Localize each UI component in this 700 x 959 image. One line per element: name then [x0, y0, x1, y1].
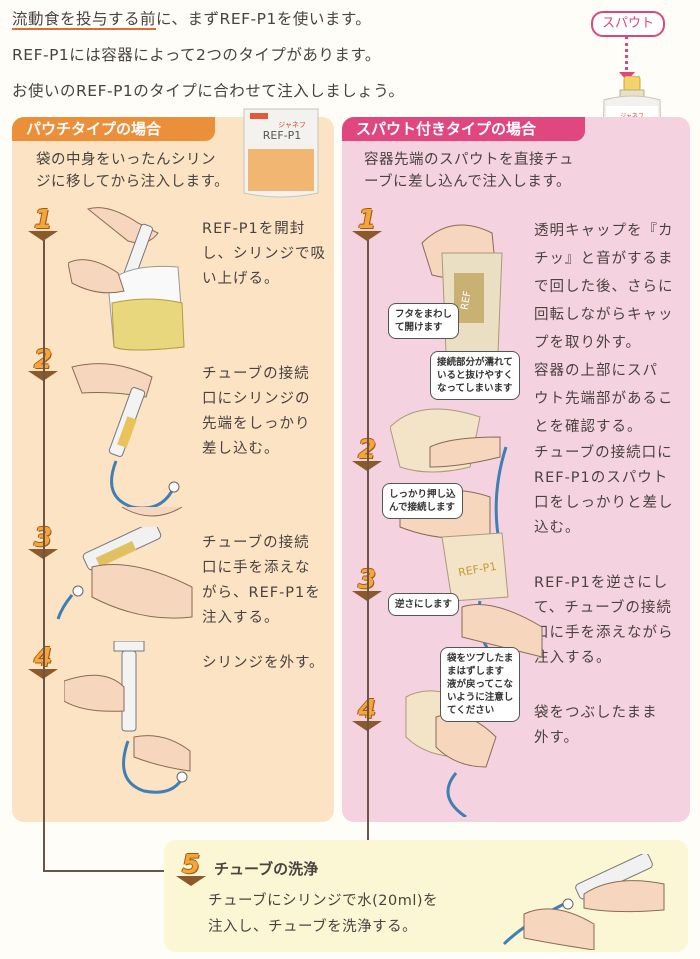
- pouch-step-1-illustration: [68, 207, 185, 351]
- wash-step-number: 5: [176, 850, 206, 886]
- spout-lead: 容器先端のスパウトを直接チュ ーブに差し込んで注入します。: [364, 149, 574, 193]
- spout-callout-invert: 逆さにします: [388, 593, 460, 616]
- spout-step-1-text: 透明キャップを『カチッ』と音がするまで回した後、さらに回転しながらキャップを取り…: [534, 223, 674, 435]
- intro-underlined: 流動食を投与する前: [12, 10, 157, 30]
- pouch-step-1-text: REF-P1を開封し、シリンジで吸い上げる。: [202, 221, 326, 287]
- pouch-lead: 袋の中身をいったんシリン ジに移してから注入します。: [36, 149, 229, 193]
- spout-step-4-text: 袋をつぶしたまま外す。: [534, 705, 658, 746]
- spout-lead-line: 容器先端のスパウトを直接チュ: [364, 152, 574, 168]
- pouch-step-1-number: 1: [28, 205, 58, 241]
- spout-callout-wet-warning: 接続部分が濡れていると抜けやすくなってしまいます: [430, 351, 521, 400]
- wash-text: チューブにシリンジで水(20ml)を 注入し、チューブを洗浄する。: [208, 893, 439, 935]
- spout-flow-line: [367, 240, 369, 840]
- spout-callout-squeeze: 袋をツブしたままはずします液が戻ってこないように注意してください: [440, 647, 521, 722]
- pouch-type-title: パウチタイプの場合: [12, 117, 215, 141]
- pouch-lead-line: ジに移してから注入します。: [36, 174, 230, 190]
- spout-callout-open-cap: フタをまわして開けます: [388, 303, 460, 339]
- spout-callout-push-in: しっかり押し込んで接続します: [382, 483, 463, 519]
- intro-text: 流動食を投与する前に、まずREF-P1を使います。 REF-P1には容器によって…: [12, 8, 572, 116]
- svg-text:ジャネフ: ジャネフ: [620, 113, 644, 120]
- svg-text:ジャネフ: ジャネフ: [278, 121, 306, 129]
- spout-step-3-illustration: REF-P1: [441, 532, 543, 667]
- pouch-step-2-illustration: [71, 363, 183, 517]
- spout-lead-line: ーブに差し込んで注入します。: [364, 174, 571, 190]
- intro-line-1: 流動食を投与する前に、まずREF-P1を使います。: [12, 8, 572, 30]
- pouch-lead-line: 袋の中身をいったんシリン: [36, 152, 216, 168]
- spout-step-3-text: REF-P1を逆さにして、チューブの接続口に手を添えながら注入する。: [534, 575, 674, 666]
- spout-pointer-line: [625, 36, 628, 76]
- wash-illustration: [502, 854, 665, 950]
- svg-text:REF: REF: [459, 290, 473, 311]
- spout-step-1-illustration: REF: [421, 224, 503, 353]
- pouch-type-panel: パウチタイプの場合 袋の中身をいったんシリン ジに移してから注入します。 ジャネ…: [12, 108, 334, 822]
- pouch-product-label: REF-P1: [263, 129, 302, 142]
- pouch-product-image: ジャネフ REF-P1: [243, 108, 319, 198]
- pouch-step-2-text: チューブの接続口にシリンジの先端をしっかり差し込む。: [202, 366, 311, 457]
- spout-step-1-number: 1: [352, 205, 382, 241]
- pouch-step-3-illustration: [56, 527, 193, 620]
- spout-step-2-illustration: [390, 408, 508, 547]
- pouch-step-4-text: シリンジを外す。: [202, 655, 325, 671]
- tube-wash-panel: 5 チューブの洗浄 チューブにシリンジで水(20ml)を 注入し、チューブを洗浄…: [164, 840, 688, 952]
- pouch-flow-line: [43, 240, 45, 870]
- spout-badge: スパウト: [591, 11, 665, 37]
- wash-title: チューブの洗浄: [214, 860, 319, 878]
- intro-line-1-rest: に、まずREF-P1を使います。: [156, 10, 372, 28]
- pouch-step-4-illustration: [64, 641, 191, 794]
- intro-line-2: REF-P1には容器によって2つのタイプがあります。: [12, 46, 381, 64]
- spout-type-title: スパウト付きタイプの場合: [342, 117, 585, 141]
- intro-line-3: お使いのREF-P1のタイプに合わせて注入しましょう。: [12, 82, 405, 100]
- pouch-step-3-text: チューブの接続口に手を添えながら、REF-P1を注入する。: [202, 535, 321, 626]
- pouch-to-wash-line: [43, 870, 173, 872]
- spout-type-panel: スパウト付きタイプの場合 容器先端のスパウトを直接チュ ーブに差し込んで注入しま…: [342, 117, 690, 822]
